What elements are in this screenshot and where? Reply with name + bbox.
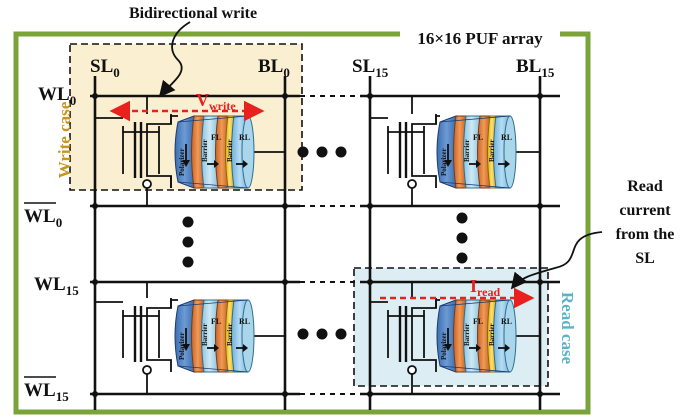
svg-text:FL: FL	[473, 317, 483, 326]
svg-text:FL: FL	[211, 133, 221, 142]
svg-text:FL: FL	[473, 133, 483, 142]
cell-bottom-right	[370, 282, 540, 394]
sl15-label: SL15	[352, 56, 389, 80]
svg-text:Polarizer: Polarizer	[178, 332, 186, 360]
svg-text:RL: RL	[501, 133, 512, 142]
svg-text:FL: FL	[211, 317, 221, 326]
svg-text:RL: RL	[239, 133, 250, 142]
i-read-label: Iread	[470, 276, 500, 299]
svg-text:current: current	[619, 202, 671, 219]
v-write-label: Vwrite	[196, 90, 236, 113]
svg-text:Barrier: Barrier	[488, 139, 496, 162]
read-current-annotation: Read current from the SL	[616, 178, 675, 267]
mtj-layer-labels: Polarizer Barrier FL Barrier RL Polarize…	[178, 133, 512, 360]
svg-text:SL: SL	[635, 250, 655, 267]
wl0-bar-label: WL0	[24, 206, 62, 230]
wl15-bar-label: WL15	[24, 380, 69, 404]
array-title: 16×16 PUF array	[417, 29, 543, 48]
svg-text:Barrier: Barrier	[226, 139, 234, 162]
svg-text:Barrier: Barrier	[463, 323, 471, 346]
svg-text:Barrier: Barrier	[201, 323, 209, 346]
svg-text:RL: RL	[239, 317, 250, 326]
cell-bottom-left	[95, 282, 285, 394]
sl0-label: SL0	[90, 56, 120, 80]
read-case-label: Read case	[558, 292, 577, 365]
cell-top-right	[370, 96, 540, 206]
svg-text:Polarizer: Polarizer	[440, 148, 448, 176]
svg-text:Polarizer: Polarizer	[440, 332, 448, 360]
bidirectional-pointer	[158, 21, 191, 98]
svg-text:Barrier: Barrier	[201, 139, 209, 162]
bidirectional-write-label: Bidirectional write	[129, 5, 257, 22]
svg-text:Polarizer: Polarizer	[178, 148, 186, 176]
svg-text:Barrier: Barrier	[488, 323, 496, 346]
svg-text:Barrier: Barrier	[226, 323, 234, 346]
svg-text:Barrier: Barrier	[463, 139, 471, 162]
write-case-label: Write case	[55, 101, 74, 178]
read-current-pointer	[510, 231, 603, 290]
ellipsis-dots	[182, 146, 468, 340]
svg-text:RL: RL	[501, 317, 512, 326]
wl0-label: WL0	[38, 84, 76, 108]
array-frame	[13, 31, 591, 415]
bl15-label: BL15	[516, 56, 555, 80]
bl0-label: BL0	[258, 56, 290, 80]
wl15-label: WL15	[34, 274, 79, 298]
svg-text:from the: from the	[616, 226, 675, 243]
svg-text:Read: Read	[627, 178, 663, 195]
